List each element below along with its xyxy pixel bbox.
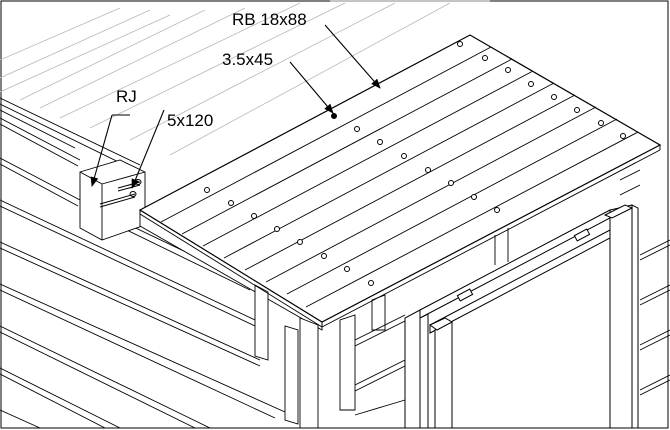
leader-lines xyxy=(90,24,381,189)
top-plate xyxy=(0,97,141,171)
roof-background-lines xyxy=(0,0,490,156)
label-rafter-joint: RJ xyxy=(116,87,137,106)
door-frame xyxy=(404,204,639,429)
label-rafter-board: RB 18x88 xyxy=(232,10,307,29)
screws xyxy=(204,41,626,286)
right-siding xyxy=(354,169,670,416)
deck-boards xyxy=(138,34,662,328)
label-bolt: 5x120 xyxy=(167,111,213,130)
label-screw: 3.5x45 xyxy=(222,50,273,69)
wall-siding xyxy=(0,117,286,429)
